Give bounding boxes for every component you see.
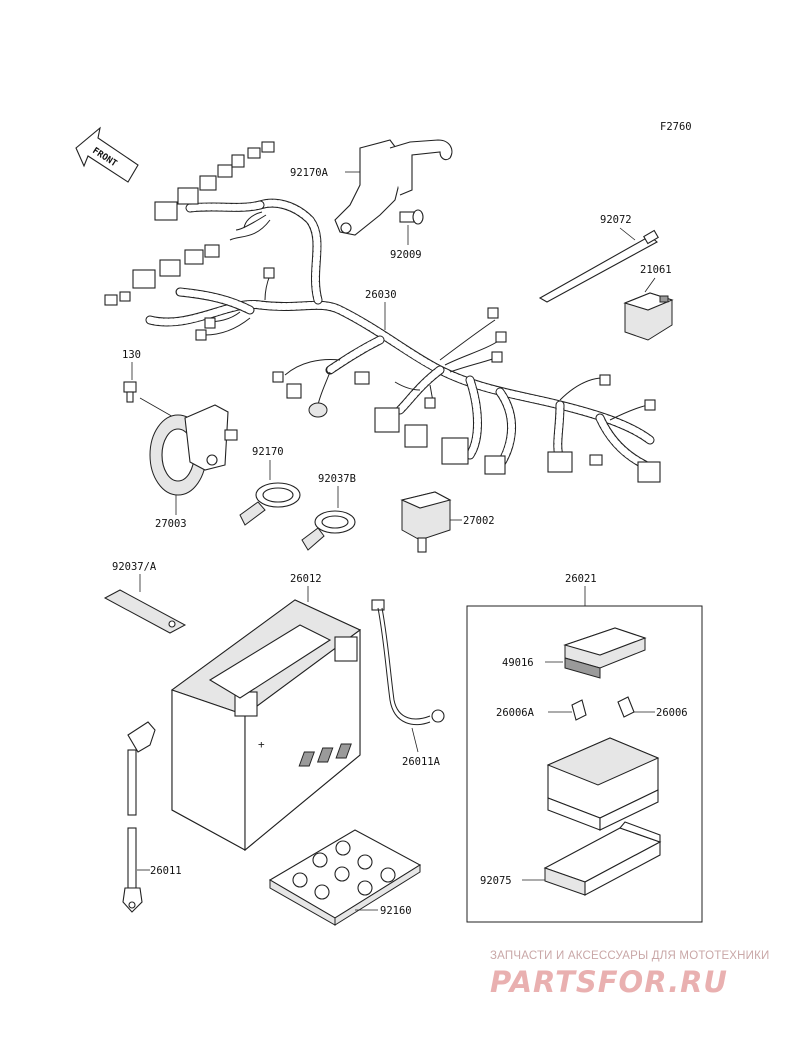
svg-text:+: + (258, 738, 265, 751)
label-130: 130 (122, 349, 141, 361)
label-26006A: 26006A (496, 707, 535, 719)
label-27002: 27002 (463, 515, 495, 527)
fuse-box-frame (466, 605, 703, 923)
wiring-harness-26030 (104, 141, 661, 483)
fuse-block (298, 737, 660, 831)
cover-49016 (563, 627, 647, 679)
label-92170A: 92170A (290, 167, 329, 179)
battery-26012: + (170, 599, 361, 852)
clamp-92170 (239, 482, 301, 526)
label-26021: 26021 (565, 573, 597, 585)
relay-27002 (400, 491, 452, 553)
holder-92075 (543, 821, 662, 896)
label-92160: 92160 (380, 905, 412, 917)
label-26011: 26011 (150, 865, 182, 877)
fuse-26006A (571, 699, 587, 721)
clamp-92037B (301, 510, 356, 551)
band-92072 (538, 229, 659, 303)
label-92072: 92072 (600, 214, 632, 226)
bolt-130 (123, 381, 137, 403)
label-92009: 92009 (390, 249, 422, 261)
cable-26011A (371, 599, 445, 726)
horn-27003 (149, 404, 238, 496)
label-92037A: 92037/A (112, 561, 157, 573)
label-26006: 26006 (656, 707, 688, 719)
label-49016: 49016 (502, 657, 534, 669)
mat-92160 (268, 829, 422, 926)
label-92170: 92170 (252, 446, 284, 458)
label-92075: 92075 (480, 875, 512, 887)
label-26012: 26012 (290, 573, 322, 585)
watermark-caption: ЗАПЧАСТИ И АКСЕССУАРЫ ДЛЯ МОТОТЕХНИКИ (490, 950, 770, 962)
fuse-26006 (617, 696, 635, 718)
label-21061: 21061 (640, 264, 672, 276)
label-92037B: 92037B (318, 473, 356, 485)
relay-21061 (623, 292, 674, 341)
figure-code: F2760 (660, 121, 692, 133)
label-26011A: 26011A (402, 756, 441, 768)
svg-text:PARTSFOR.RU: PARTSFOR.RU (490, 965, 728, 999)
cable-26011 (122, 721, 156, 913)
front-arrow-icon: FRONT (75, 126, 139, 183)
bolt-92009 (399, 209, 424, 225)
watermark-logo: PARTSFOR.RU (490, 965, 728, 999)
label-27003: 27003 (155, 518, 187, 530)
pad-92037A (103, 589, 187, 634)
label-26030: 26030 (365, 289, 397, 301)
bracket-92170A (334, 139, 453, 236)
